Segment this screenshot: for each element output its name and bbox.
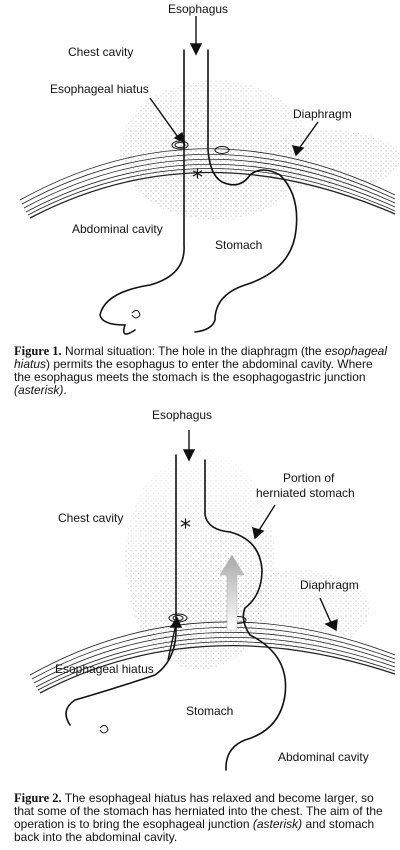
junction-asterisk: *: [192, 166, 203, 191]
figure-1-caption-text-b: ) permits the esophagus to enter the abd…: [14, 357, 373, 384]
figure-2-caption-italic-a: (asterisk): [252, 817, 303, 831]
figure-1-caption-italic-b: (asterisk): [14, 383, 64, 397]
figure-2: Esophagus Portion of herniated stomach C…: [0, 408, 400, 780]
junction-asterisk: *: [180, 516, 191, 541]
herniation-arrow: [219, 554, 245, 631]
esophagus-stomach-outline: [65, 454, 287, 771]
abdominal-cavity-label: Abdominal cavity: [72, 222, 163, 236]
herniated-stomach-label-line-2: herniated stomach: [256, 486, 355, 500]
esophageal-hiatus-label: Esophageal hiatus: [55, 662, 154, 676]
figure-1-number: Figure 1.: [14, 344, 62, 358]
figure-1-caption-italic-a: esophageal hiatus: [14, 344, 388, 371]
esophagus-label: Esophagus: [152, 408, 213, 422]
chest-cavity-label: Chest cavity: [58, 511, 124, 525]
esophagus-stomach-outline: [99, 49, 298, 335]
diaphragm-band: [29, 621, 396, 694]
stomach-label: Stomach: [215, 238, 263, 252]
figure-2-drawing: [29, 430, 396, 771]
figure-1: Esophagus Chest cavity Esophageal hiatus…: [0, 0, 400, 340]
figure-1-caption-text-a: Normal situation: The hole in the diaphr…: [61, 344, 325, 358]
leader-arrows: [167, 430, 338, 661]
esophagus-label: Esophagus: [168, 2, 229, 16]
chest-cavity-label: Chest cavity: [68, 45, 134, 59]
stomach-label: Stomach: [186, 704, 234, 718]
leader-arrows: [149, 16, 319, 157]
figure-2-caption: Figure 2. The esophageal hiatus has rela…: [14, 792, 390, 844]
diaphragm-band: [19, 148, 396, 219]
figure-2-number: Figure 2.: [14, 791, 62, 805]
hiatus-ring: [171, 140, 230, 154]
abdominal-cavity-label: Abdominal cavity: [278, 750, 369, 764]
stomach-tail-mark: [99, 724, 109, 734]
esophageal-hiatus-label: Esophageal hiatus: [50, 82, 149, 96]
diaphragm-label: Diaphragm: [293, 107, 352, 121]
figure-1-drawing: [19, 16, 400, 335]
figure-1-caption: Figure 1. Normal situation: The hole in …: [14, 345, 390, 397]
herniated-stomach-label-line-1: Portion of: [283, 471, 335, 485]
figure-1-caption-text-c: .: [63, 383, 67, 397]
figure-2-caption-text-a: The esophageal hiatus has relaxed and be…: [14, 791, 383, 831]
stomach-tail-mark: [131, 309, 141, 319]
figure-2-caption-text-b: and stomach back into the abdominal cavi…: [14, 817, 375, 844]
diaphragm-label: Diaphragm: [300, 578, 359, 592]
